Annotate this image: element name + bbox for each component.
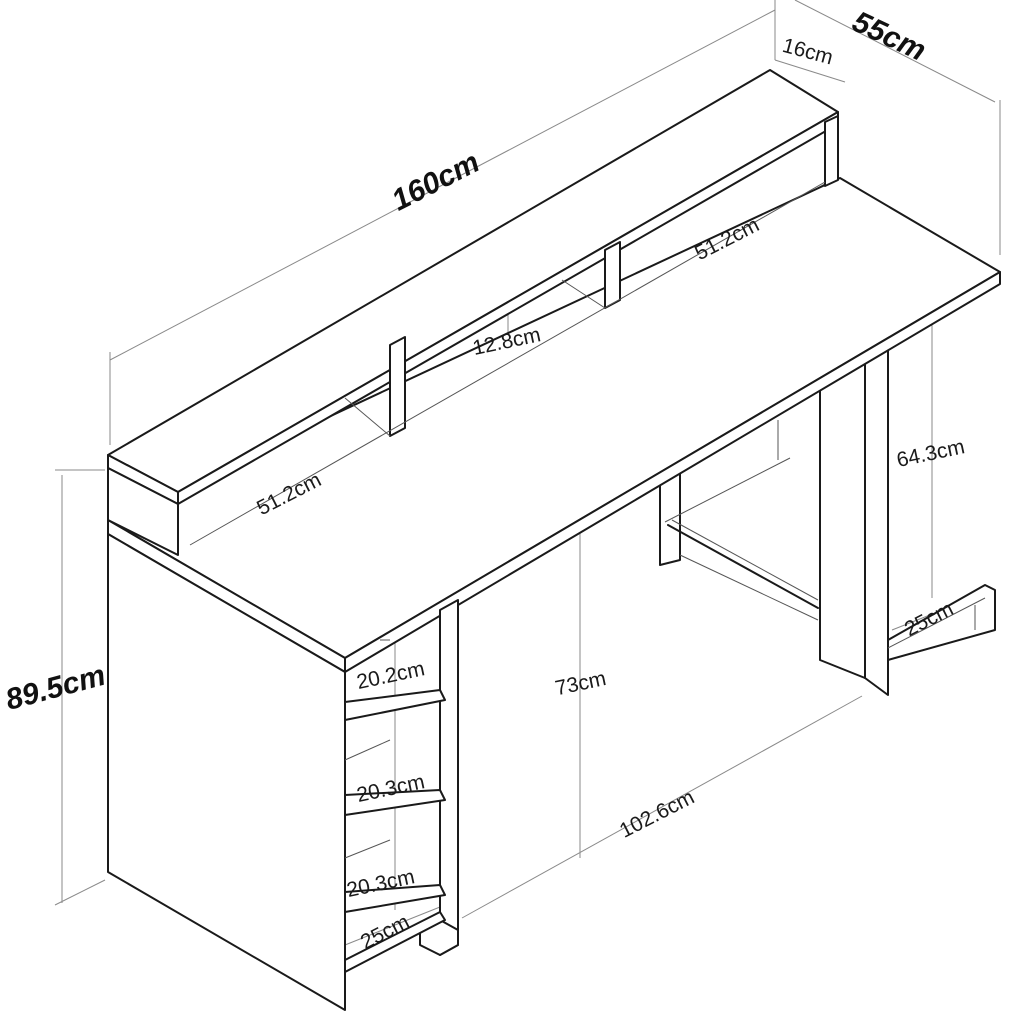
label-desk-height: 73cm: [553, 667, 608, 700]
label-total-width: 160cm: [387, 146, 485, 218]
label-knee-width: 102.6cm: [616, 786, 698, 843]
left-cabinet: [107, 533, 459, 1011]
right-leg: [819, 345, 996, 696]
middle-support: [659, 420, 819, 621]
label-leg-height: 64.3cm: [895, 435, 967, 472]
label-total-depth: 55cm: [847, 5, 930, 67]
top-shelf: [107, 69, 839, 556]
label-total-height: 89.5cm: [2, 659, 109, 717]
label-cell-1: 20.2cm: [355, 657, 427, 694]
desktop: [107, 177, 1001, 673]
